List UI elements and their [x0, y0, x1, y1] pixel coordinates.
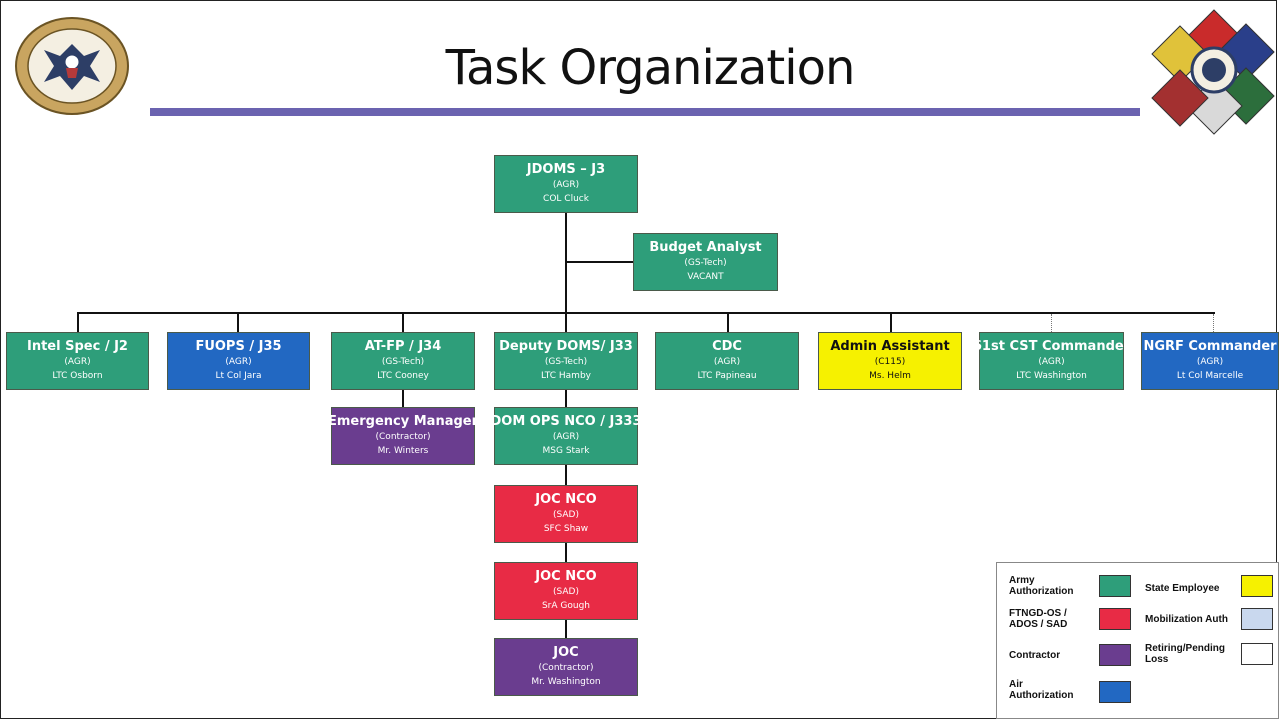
node-intel-spec[interactable]: Intel Spec / J2 (AGR) LTC Osborn	[6, 332, 149, 390]
node-person: LTC Washington	[1016, 371, 1087, 381]
node-deputy-doms[interactable]: Deputy DOMS/ J33 (GS-Tech) LTC Hamby	[494, 332, 638, 390]
node-person: LTC Cooney	[377, 371, 429, 381]
legend-label-state: State Employee	[1145, 583, 1220, 594]
connector-spine	[565, 212, 567, 336]
node-person: Ms. Helm	[869, 371, 911, 381]
node-person: LTC Osborn	[52, 371, 103, 381]
node-budget-analyst[interactable]: Budget Analyst (GS-Tech) VACANT	[633, 233, 778, 291]
node-type: (Contractor)	[375, 432, 431, 442]
node-person: COL Cluck	[543, 194, 589, 204]
legend-label-army: Army Authorization	[1009, 575, 1074, 597]
unit-patches-emblem	[1150, 8, 1278, 140]
node-person: Mr. Washington	[531, 677, 601, 687]
node-admin-assistant[interactable]: Admin Assistant (C115) Ms. Helm	[818, 332, 962, 390]
node-joc[interactable]: JOC (Contractor) Mr. Washington	[494, 638, 638, 696]
node-ngrf-commander[interactable]: NGRF Commander (AGR) Lt Col Marcelle	[1141, 332, 1279, 390]
node-title: Deputy DOMS/ J33	[499, 339, 633, 354]
node-type: (C115)	[874, 357, 906, 367]
node-title: DOM OPS NCO / J333	[490, 414, 642, 429]
connector-ngrf-dotted	[1213, 314, 1214, 336]
legend-swatch-state	[1241, 575, 1273, 597]
node-person: LTC Hamby	[541, 371, 591, 381]
node-title: CDC	[712, 339, 742, 354]
connector-horizontal	[77, 312, 1215, 314]
node-type: (SAD)	[553, 587, 579, 597]
node-person: MSG Stark	[542, 446, 590, 456]
node-title: FUOPS / J35	[195, 339, 282, 354]
connector-intel	[77, 312, 79, 336]
node-title: Intel Spec / J2	[27, 339, 128, 354]
node-type: (AGR)	[552, 180, 580, 190]
node-person: SFC Shaw	[543, 524, 589, 534]
node-type: (SAD)	[553, 510, 579, 520]
node-person: LTC Papineau	[697, 371, 757, 381]
connector-admin	[890, 312, 892, 336]
node-title: Admin Assistant	[830, 339, 950, 354]
node-61st-cst-commander[interactable]: 61st CST Commander (AGR) LTC Washington	[973, 332, 1130, 390]
node-type: (AGR)	[552, 432, 580, 442]
node-type: (AGR)	[1038, 357, 1065, 367]
node-dom-ops-nco[interactable]: DOM OPS NCO / J333 (AGR) MSG Stark	[490, 407, 642, 465]
node-type: (GS-Tech)	[684, 258, 727, 268]
node-type: (AGR)	[225, 357, 252, 367]
legend-swatch-ftngd	[1099, 608, 1131, 630]
node-title: AT-FP / J34	[364, 339, 442, 354]
node-title: 61st CST Commander	[972, 339, 1131, 354]
node-emergency-manager[interactable]: Emergency Manager (Contractor) Mr. Winte…	[328, 407, 479, 465]
legend-label-retiring: Retiring/Pending Loss	[1145, 643, 1225, 665]
node-person: VACANT	[687, 272, 724, 282]
node-title: JOC NCO	[535, 569, 597, 584]
arkansas-national-guard-seal	[14, 16, 130, 120]
node-fuops[interactable]: FUOPS / J35 (AGR) Lt Col Jara	[167, 332, 310, 390]
title-underline	[150, 108, 1140, 116]
node-cdc[interactable]: CDC (AGR) LTC Papineau	[655, 332, 799, 390]
node-type: (Contractor)	[538, 663, 594, 673]
connector-budget	[566, 261, 633, 263]
legend-label-ftngd: FTNGD-OS / ADOS / SAD	[1009, 608, 1068, 630]
legend-swatch-contractor	[1099, 644, 1131, 666]
node-title: Emergency Manager	[328, 414, 479, 429]
node-title: JDOMS – J3	[526, 162, 606, 177]
node-person: Lt Col Marcelle	[1176, 371, 1244, 381]
node-type: (AGR)	[713, 357, 741, 367]
connector-atfp-emergency	[402, 390, 404, 408]
legend-swatch-army	[1099, 575, 1131, 597]
node-title: JOC NCO	[535, 492, 597, 507]
legend-label-contractor: Contractor	[1009, 650, 1061, 661]
legend-swatch-retiring	[1241, 643, 1273, 665]
connector-atfp	[402, 312, 404, 336]
node-joc-nco-shaw[interactable]: JOC NCO (SAD) SFC Shaw	[494, 485, 638, 543]
page-title: Task Organization	[445, 40, 856, 96]
legend-swatch-air	[1099, 681, 1131, 703]
connector-cst-dotted	[1051, 314, 1052, 336]
node-person: Mr. Winters	[377, 446, 429, 456]
legend: Army Authorization FTNGD-OS / ADOS / SAD…	[996, 562, 1279, 719]
connector-fuops	[237, 312, 239, 336]
node-title: JOC	[553, 645, 579, 660]
connector-cdc	[727, 312, 729, 336]
node-type: (GS-Tech)	[544, 357, 588, 367]
legend-label-mobilization: Mobilization Auth	[1145, 614, 1228, 625]
node-at-fp[interactable]: AT-FP / J34 (GS-Tech) LTC Cooney	[331, 332, 475, 390]
node-type: (GS-Tech)	[381, 357, 425, 367]
legend-label-air: Air Authorization	[1009, 679, 1074, 701]
node-title: Budget Analyst	[649, 240, 762, 255]
node-person: SrA Gough	[541, 601, 591, 611]
node-person: Lt Col Jara	[215, 371, 262, 381]
node-jdoms-j3[interactable]: JDOMS – J3 (AGR) COL Cluck	[494, 155, 638, 213]
node-type: (AGR)	[1196, 357, 1224, 367]
node-title: NGRF Commander	[1143, 339, 1277, 354]
node-type: (AGR)	[64, 357, 91, 367]
node-joc-nco-gough[interactable]: JOC NCO (SAD) SrA Gough	[494, 562, 638, 620]
legend-swatch-mobilization	[1241, 608, 1273, 630]
